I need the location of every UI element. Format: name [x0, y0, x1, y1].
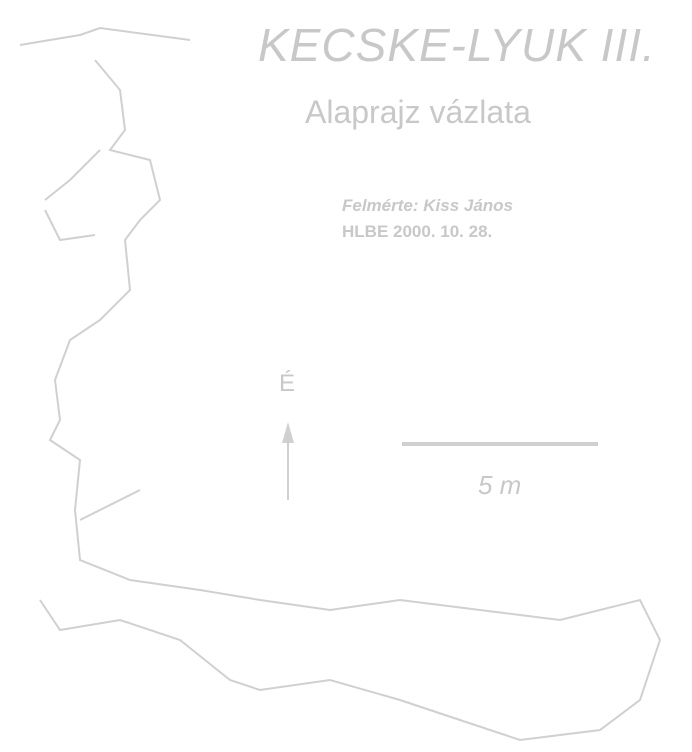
scale-label: 5 m [478, 470, 522, 500]
club-date-text: HLBE 2000. 10. 28. [342, 222, 493, 241]
surveyor-text: Felmérte: Kiss János [342, 196, 514, 215]
map-title: KECSKE-LYUK III. [258, 19, 656, 71]
map-subtitle: Alaprajz vázlata [305, 94, 531, 130]
cave-outline [19, 26, 662, 742]
north-label: É [279, 370, 296, 397]
north-arrow-head [282, 422, 294, 443]
